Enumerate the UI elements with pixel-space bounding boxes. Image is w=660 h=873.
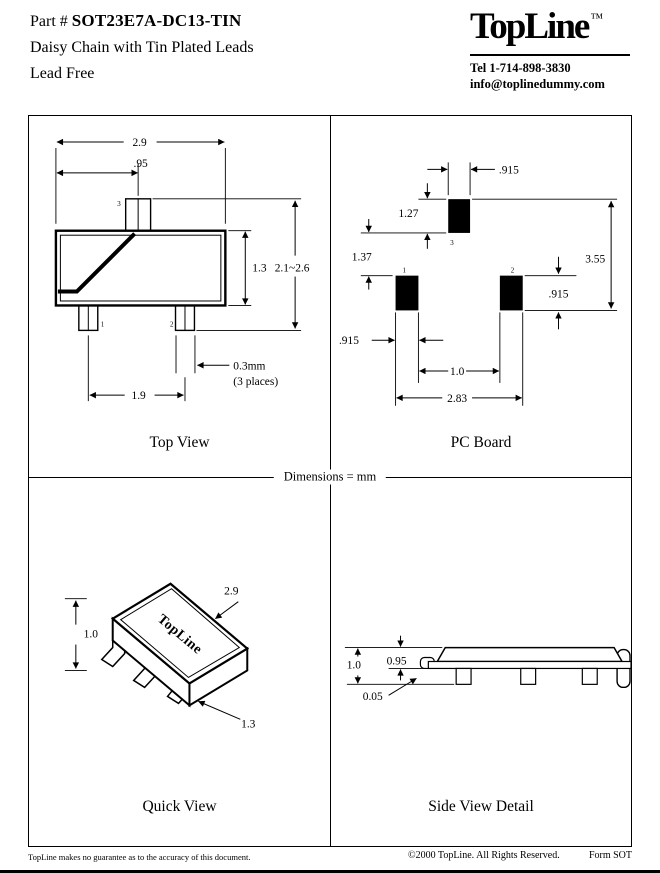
title-line-2: Daisy Chain with Tin Plated Leads [30, 39, 254, 56]
side-view-drawing: 1.0 0.95 0.05 [344, 635, 631, 703]
pad-2 [499, 275, 523, 311]
dim-body-height: 1.0 [84, 629, 99, 641]
dim-overall-height: 3.55 [585, 254, 605, 266]
pc-board-drawing: .915 1.27 1.37 3.55 .915 .915 1.0 2.83 3… [339, 162, 618, 406]
dimensions-unit-note: Dimensions = mm [273, 469, 387, 485]
trademark-symbol: ™ [590, 10, 604, 25]
dim-body-height: 0.95 [387, 655, 407, 667]
dimension-lines [365, 166, 615, 402]
drawing-grid: 2.9 .95 1.3 2.1~2.6 0.3mm (3 places) 1.9… [28, 115, 632, 847]
dim-body-depth: 1.3 [241, 718, 256, 730]
pin-1-label: 1 [101, 320, 105, 328]
daisy-chain-trace [57, 232, 137, 294]
title-line-3: Lead Free [30, 65, 95, 82]
dim-pin3-offset: .95 [133, 158, 148, 170]
dim-pad3-width: .915 [499, 164, 519, 176]
dim-lead-width-note: (3 places) [233, 376, 278, 388]
dim-row-gap: 1.37 [352, 252, 372, 264]
pc-board-panel: .915 1.27 1.37 3.55 .915 .915 1.0 2.83 3… [331, 116, 631, 477]
part-number-line: Part # SOT23E7A-DC13-TIN [30, 8, 254, 35]
logo-rule [470, 54, 630, 56]
dimension-lines [354, 635, 417, 696]
pad-1 [395, 275, 419, 311]
pad-3-label: 3 [450, 239, 454, 247]
extension-lines [64, 598, 87, 671]
dim-inner-gap: 1.0 [450, 366, 465, 378]
dim-pad1-width: .915 [339, 335, 359, 347]
extension-lines [344, 647, 455, 685]
dimension-lines [56, 138, 299, 399]
footer-form-number: Form SOT [588, 850, 632, 861]
body-top-face [110, 582, 250, 685]
dim-overall-width: 2.83 [447, 393, 467, 405]
pad-1-label: 1 [403, 267, 407, 275]
top-view-panel: 2.9 .95 1.3 2.1~2.6 0.3mm (3 places) 1.9… [29, 116, 330, 477]
pad-2-label: 2 [511, 267, 515, 275]
lead-foot-1 [455, 667, 472, 685]
phone-number: Tel 1-714-898-3830 [470, 61, 571, 75]
dim-lead-width: 0.3mm [233, 360, 265, 372]
dim-pad3-height: 1.27 [398, 208, 418, 220]
email-address: info@toplinedummy.com [470, 77, 605, 91]
lead-foot-2 [520, 667, 537, 685]
dim-pad2-height: .915 [548, 288, 568, 300]
body-top-bevel [119, 588, 241, 679]
extension-lines [360, 162, 618, 406]
side-view-label: Side View Detail [428, 798, 534, 815]
package-flange [427, 660, 631, 670]
footer-copyright: ©2000 TopLine. All Rights Reserved. [408, 850, 560, 861]
logo-text: TopLine [470, 6, 590, 47]
dim-overall-height: 2.1~2.6 [275, 263, 310, 275]
package-body-profile [436, 646, 624, 663]
top-view-drawing: 2.9 .95 1.3 2.1~2.6 0.3mm (3 places) 1.9… [54, 137, 310, 402]
package-body-inner-outline [59, 234, 222, 302]
pc-board-label: PC Board [450, 434, 512, 451]
page-bottom-rule [0, 870, 660, 873]
part-label: Part # [30, 13, 68, 30]
dim-body-height: 1.3 [252, 263, 267, 275]
dim-body-width: 2.9 [224, 586, 239, 598]
title-block: Part # SOT23E7A-DC13-TIN Daisy Chain wit… [30, 8, 254, 87]
extension-lines [55, 147, 302, 402]
quick-view-drawing: TopLine 2.9 1.0 1.3 [64, 582, 256, 730]
package-body-outline [54, 229, 227, 307]
footer-disclaimer: TopLine makes no guarantee as to the acc… [28, 852, 251, 862]
dim-body-width: 2.9 [132, 137, 147, 149]
lead-foot-3 [581, 667, 598, 685]
pad-3 [448, 199, 471, 233]
part-number: SOT23E7A-DC13-TIN [71, 11, 242, 30]
top-view-label: Top View [149, 434, 210, 451]
pin-3-label: 3 [117, 200, 121, 208]
quick-view-label: Quick View [142, 798, 217, 815]
side-view-panel: 1.0 0.95 0.05 Side View Detail [331, 478, 631, 845]
dim-lead-span: 1.9 [131, 390, 146, 402]
dimension-lines [72, 600, 241, 720]
quick-view-panel: TopLine 2.9 1.0 1.3 Quick View [29, 478, 330, 845]
dim-standoff: 0.05 [363, 691, 383, 703]
dim-overall-height: 1.0 [347, 659, 362, 671]
pin-2-label: 2 [170, 320, 174, 328]
